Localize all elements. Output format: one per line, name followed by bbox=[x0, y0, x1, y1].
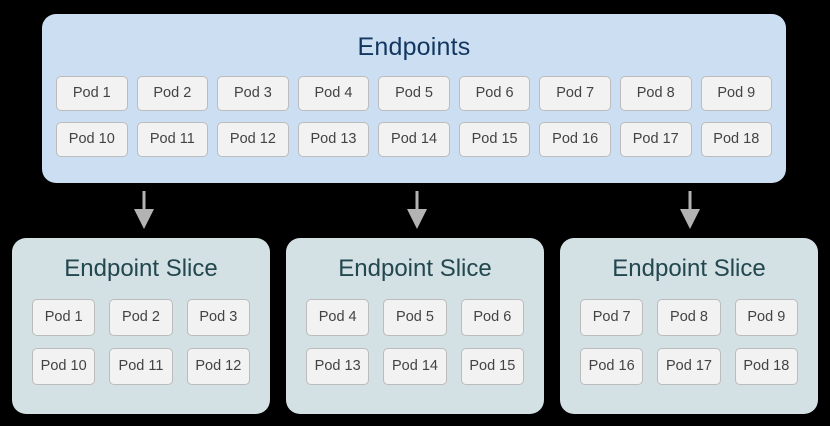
pod-chip[interactable]: Pod 11 bbox=[136, 122, 209, 157]
slice-pod-row: Pod 16 Pod 17 Pod 18 bbox=[580, 348, 798, 385]
slice-pod-grid: Pod 1 Pod 2 Pod 3 Pod 10 Pod 11 Pod 12 bbox=[32, 299, 250, 385]
pod-chip[interactable]: Pod 18 bbox=[700, 122, 773, 157]
endpoint-slice-card: Endpoint Slice Pod 1 Pod 2 Pod 3 Pod 10 … bbox=[12, 238, 270, 414]
pod-chip[interactable]: Pod 14 bbox=[378, 122, 450, 157]
pod-chip[interactable]: Pod 9 bbox=[700, 76, 773, 111]
endpoints-pod-grid: Pod 1 Pod 2 Pod 3 Pod 4 Pod 5 Pod 6 Pod … bbox=[42, 76, 786, 157]
pod-chip[interactable]: Pod 7 bbox=[580, 299, 644, 336]
pod-chip[interactable]: Pod 15 bbox=[458, 122, 531, 157]
pod-chip[interactable]: Pod 10 bbox=[56, 122, 128, 157]
pod-chip[interactable]: Pod 1 bbox=[56, 76, 128, 111]
endpoints-panel: Endpoints Pod 1 Pod 2 Pod 3 Pod 4 Pod 5 … bbox=[42, 14, 786, 183]
pod-chip[interactable]: Pod 12 bbox=[186, 348, 250, 385]
pod-chip[interactable]: Pod 16 bbox=[539, 122, 611, 157]
pod-chip[interactable]: Pod 2 bbox=[136, 76, 209, 111]
arrow-down-icon bbox=[407, 191, 427, 229]
pod-chip[interactable]: Pod 4 bbox=[297, 76, 370, 111]
slice-pod-row: Pod 7 Pod 8 Pod 9 bbox=[580, 299, 798, 336]
pod-chip[interactable]: Pod 12 bbox=[217, 122, 289, 157]
endpoint-slices-row: Endpoint Slice Pod 1 Pod 2 Pod 3 Pod 10 … bbox=[12, 238, 818, 414]
pod-chip[interactable]: Pod 5 bbox=[378, 76, 450, 111]
pod-chip[interactable]: Pod 1 bbox=[32, 299, 96, 336]
slice-pod-grid: Pod 4 Pod 5 Pod 6 Pod 13 Pod 14 Pod 15 bbox=[306, 299, 524, 385]
pod-chip[interactable]: Pod 17 bbox=[657, 348, 721, 385]
pod-chip[interactable]: Pod 5 bbox=[383, 299, 447, 336]
slice-pod-row: Pod 4 Pod 5 Pod 6 bbox=[306, 299, 524, 336]
endpoint-slice-title: Endpoint Slice bbox=[64, 255, 218, 282]
pod-chip[interactable]: Pod 15 bbox=[460, 348, 524, 385]
slice-pod-grid: Pod 7 Pod 8 Pod 9 Pod 16 Pod 17 Pod 18 bbox=[580, 299, 798, 385]
pod-chip[interactable]: Pod 10 bbox=[32, 348, 96, 385]
endpoints-pod-row: Pod 1 Pod 2 Pod 3 Pod 4 Pod 5 Pod 6 Pod … bbox=[56, 76, 773, 111]
arrow-down-icon bbox=[134, 191, 154, 229]
pod-chip[interactable]: Pod 3 bbox=[217, 76, 289, 111]
endpoint-slice-title: Endpoint Slice bbox=[612, 255, 766, 282]
pod-chip[interactable]: Pod 18 bbox=[734, 348, 798, 385]
slice-pod-row: Pod 10 Pod 11 Pod 12 bbox=[32, 348, 250, 385]
endpoint-slice-title: Endpoint Slice bbox=[338, 255, 492, 282]
pod-chip[interactable]: Pod 3 bbox=[186, 299, 250, 336]
pod-chip[interactable]: Pod 6 bbox=[458, 76, 531, 111]
pod-chip[interactable]: Pod 6 bbox=[460, 299, 524, 336]
pod-chip[interactable]: Pod 8 bbox=[657, 299, 721, 336]
endpoint-slice-card: Endpoint Slice Pod 7 Pod 8 Pod 9 Pod 16 … bbox=[560, 238, 818, 414]
pod-chip[interactable]: Pod 17 bbox=[619, 122, 692, 157]
pod-chip[interactable]: Pod 13 bbox=[297, 122, 370, 157]
pod-chip[interactable]: Pod 11 bbox=[109, 348, 173, 385]
pod-chip[interactable]: Pod 4 bbox=[306, 299, 370, 336]
pod-chip[interactable]: Pod 2 bbox=[109, 299, 173, 336]
slice-pod-row: Pod 13 Pod 14 Pod 15 bbox=[306, 348, 524, 385]
pod-chip[interactable]: Pod 8 bbox=[619, 76, 692, 111]
endpoints-title: Endpoints bbox=[357, 33, 471, 61]
pod-chip[interactable]: Pod 16 bbox=[580, 348, 644, 385]
endpoints-pod-row: Pod 10 Pod 11 Pod 12 Pod 13 Pod 14 Pod 1… bbox=[56, 122, 773, 157]
pod-chip[interactable]: Pod 13 bbox=[306, 348, 370, 385]
slice-pod-row: Pod 1 Pod 2 Pod 3 bbox=[32, 299, 250, 336]
pod-chip[interactable]: Pod 9 bbox=[734, 299, 798, 336]
pod-chip[interactable]: Pod 7 bbox=[539, 76, 611, 111]
arrow-down-icon bbox=[680, 191, 700, 229]
pod-chip[interactable]: Pod 14 bbox=[383, 348, 447, 385]
endpoint-slice-card: Endpoint Slice Pod 4 Pod 5 Pod 6 Pod 13 … bbox=[286, 238, 544, 414]
